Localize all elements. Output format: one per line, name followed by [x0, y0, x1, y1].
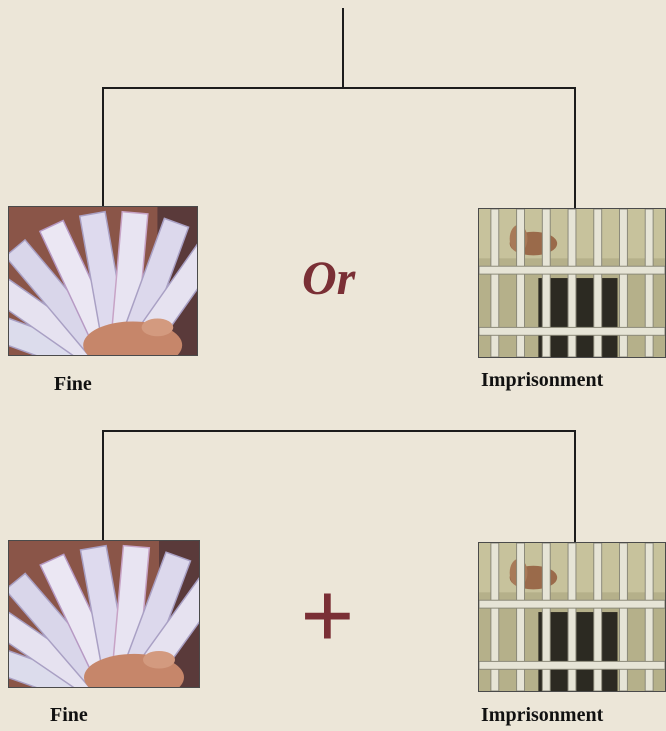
lower-imprisonment-label: Imprisonment — [481, 704, 604, 726]
lower-horizontal-line — [102, 430, 576, 432]
upper-left-drop-line — [102, 87, 104, 207]
lower-fine-label: Fine — [50, 704, 88, 726]
money-fan-icon — [8, 540, 200, 688]
upper-right-drop-line — [574, 87, 576, 209]
money-fan-icon — [8, 206, 198, 356]
lower-right-drop-line — [574, 430, 576, 542]
jail-bars-icon — [478, 208, 666, 358]
or-connector-text: Or — [302, 252, 356, 305]
lower-left-drop-line — [102, 430, 104, 540]
upper-fine-label: Fine — [54, 373, 92, 395]
jail-bars-icon — [478, 542, 666, 692]
root-vertical-line — [342, 8, 344, 88]
upper-imprisonment-label: Imprisonment — [481, 369, 604, 391]
upper-horizontal-line — [102, 87, 576, 89]
plus-connector-sign: + — [300, 562, 355, 669]
